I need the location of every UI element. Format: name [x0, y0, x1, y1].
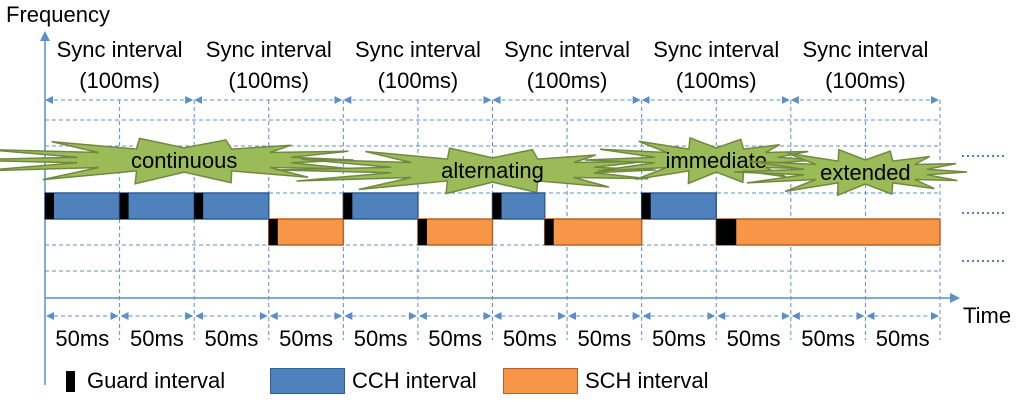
mode-label: extended [820, 160, 911, 185]
sync-interval-label: Sync interval [802, 37, 928, 62]
half-interval-label: 50ms [55, 326, 109, 351]
half-interval-label: 50ms [354, 326, 408, 351]
guard-interval-mark [268, 219, 278, 245]
sync-interval-duration: (100ms) [527, 68, 608, 93]
guard-interval-mark [716, 219, 737, 245]
y-axis-label: Frequency [6, 2, 110, 27]
sync-interval-duration: (100ms) [378, 68, 459, 93]
guard-interval-mark [343, 193, 353, 219]
legend-cch-label: CCH interval [352, 368, 477, 393]
sch-interval-bar [417, 218, 494, 246]
mode-label: immediate [666, 148, 767, 173]
cch-interval-bar [118, 192, 195, 220]
legend-sch: SCH interval [503, 366, 708, 396]
half-interval-label: 50ms [130, 326, 184, 351]
sch-swatch [503, 368, 578, 394]
continuation-dots [962, 155, 1005, 262]
legend-guard-label: Guard interval [87, 368, 226, 393]
half-interval-label: 50ms [652, 326, 706, 351]
sync-interval-labels: Sync interval (100ms) Sync interval (100ms)… [57, 37, 929, 93]
guard-interval-mark [544, 219, 554, 245]
sync-interval-duration: (100ms) [825, 68, 906, 93]
sync-interval-label: Sync interval [57, 37, 183, 62]
sch-interval-bar [715, 218, 941, 246]
cch-interval-bar [640, 192, 718, 220]
sch-interval-bar [543, 218, 643, 246]
sync-interval-duration: (100ms) [228, 68, 309, 93]
guard-interval-mark [641, 193, 651, 219]
sync-interval-label: Sync interval [206, 37, 332, 62]
half-interval-label: 50ms [876, 326, 930, 351]
mode-bursts: continuous alternating immediate extended [0, 136, 968, 197]
mode-label: alternating [441, 158, 544, 183]
half-interval-label: 50ms [801, 326, 855, 351]
sync-interval-label: Sync interval [504, 37, 630, 62]
cch-interval-bar [193, 192, 270, 220]
mode-burst-shape [733, 148, 968, 197]
channel-bars [44, 192, 941, 246]
half-interval-label: 50ms [205, 326, 259, 351]
guard-interval-mark [45, 193, 54, 219]
guard-swatch [66, 370, 75, 392]
sync-interval-label: Sync interval [355, 37, 481, 62]
guard-interval-mark [119, 193, 129, 219]
half-interval-labels: 50ms 50ms 50ms 50ms 50ms 50ms 50ms 50ms 50ms 50ms… [55, 326, 929, 351]
guard-interval-mark [492, 193, 502, 219]
guard-interval-mark [194, 193, 204, 219]
mode-burst-shape [276, 147, 656, 195]
mode-label: continuous [131, 148, 237, 173]
x-axis-label: Time [963, 303, 1011, 328]
half-interval-label: 50ms [577, 326, 631, 351]
legend-sch-label: SCH interval [585, 368, 709, 393]
half-interval-label: 50ms [428, 326, 482, 351]
sync-interval-duration: (100ms) [79, 68, 160, 93]
sync-interval-duration: (100ms) [676, 68, 757, 93]
mode-burst-shape [0, 137, 354, 185]
half-interval-label: 50ms [727, 326, 781, 351]
half-interval-label: 50ms [279, 326, 333, 351]
cch-interval-bar [342, 192, 419, 220]
guard-interval-mark [417, 219, 427, 245]
axes: Frequency Time [6, 2, 1011, 385]
cch-interval-bar [44, 192, 121, 220]
sync-interval-label: Sync interval [653, 37, 779, 62]
half-interval-label: 50ms [503, 326, 557, 351]
legend-guard: Guard interval [66, 366, 225, 396]
legend-cch: CCH interval [270, 366, 477, 396]
cch-swatch [270, 368, 345, 394]
sch-interval-bar [268, 218, 345, 246]
